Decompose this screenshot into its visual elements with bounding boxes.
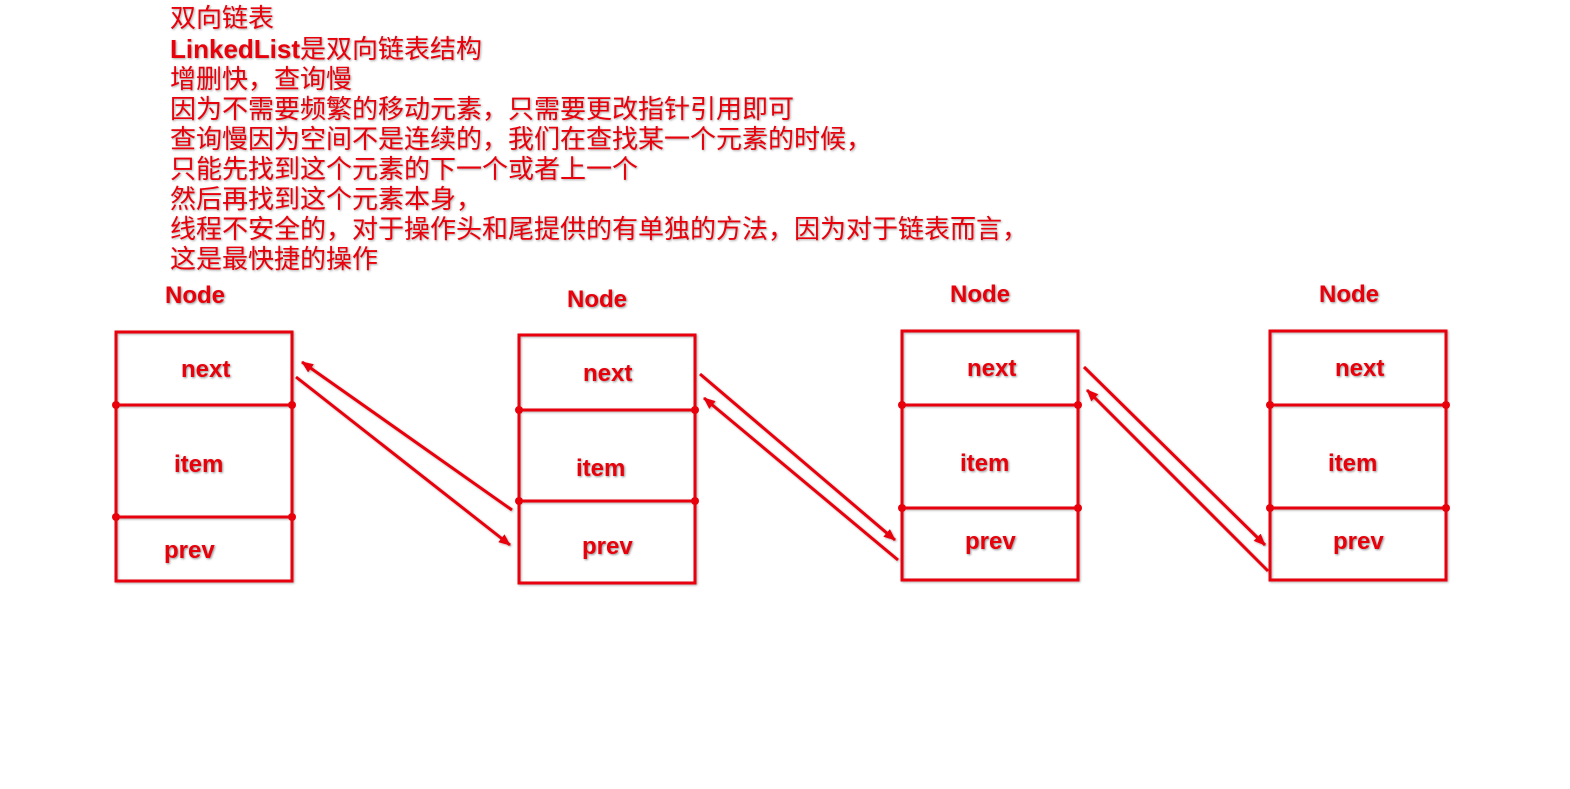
note-line-7: 然后再找到这个元素本身， [170,185,483,215]
node-4-title: Node [1319,281,1379,308]
node-3-title: Node [950,281,1010,308]
node-3-dot [898,504,906,512]
node-4-dot [1266,401,1274,409]
note-line-1: 双向链表 [170,4,275,34]
linkedlist-keyword: LinkedList [170,34,301,64]
node-3-box [900,329,1080,582]
arrow-node3-to-node2 [703,396,899,562]
note-line-8: 线程不安全的，对于操作头和尾提供的有单独的方法，因为对于链表而言， [170,215,1029,245]
node-4-dot [1442,401,1450,409]
node-1-dot [288,513,296,521]
node-3-next-label: next [967,355,1017,382]
description-text: 双向链表 LinkedList是双向链表结构 增删快，查询慢 因为不需要频繁的移… [170,4,1028,275]
node-3-dot [898,401,906,409]
note-line-2-rest: 是双向链表结构 [300,35,483,65]
node-1-next-label: next [181,356,231,383]
note-line-5: 查询慢因为空间不是连续的，我们在查找某一个元素的时候， [170,125,873,155]
node-1-dot [112,513,120,521]
arrow-node4-to-node3 [1085,388,1270,573]
node-4-box [1268,329,1448,582]
note-line-2: LinkedList是双向链表结构 [170,34,1028,65]
node-2-dot [691,406,699,414]
node-1-prev-label: prev [164,537,215,564]
note-line-6: 只能先找到这个元素的下一个或者上一个 [170,155,639,185]
node-1-box [114,330,294,583]
node-1-dot [112,401,120,409]
node-1-dot [288,401,296,409]
note-line-4: 因为不需要频繁的移动元素，只需要更改指针引用即可 [170,95,795,125]
node-2-box [517,333,697,585]
node-2-dot [515,497,523,505]
note-line-3: 增删快，查询慢 [170,65,353,95]
node-4-dot [1442,504,1450,512]
node-3-item-label: item [960,450,1010,477]
node-4-item-label: item [1328,450,1378,477]
node-4-next-label: next [1335,355,1385,382]
node-3-dot [1074,504,1082,512]
arrow-node2-to-node1 [301,360,513,512]
node-3-prev-label: prev [965,528,1016,555]
node-2-title: Node [567,286,627,313]
note-line-9: 这是最快捷的操作 [170,245,379,275]
arrow-node3-to-node4 [1082,365,1267,547]
node-2-dot [515,406,523,414]
node-3-dot [1074,401,1082,409]
node-4-dot [1266,504,1274,512]
node-4-prev-label: prev [1333,528,1384,555]
node-1-title: Node [165,282,225,309]
arrow-node2-to-node3 [699,372,896,542]
node-2-item-label: item [576,455,626,482]
node-2-next-label: next [583,360,633,387]
arrow-node1-to-node2 [295,375,511,547]
node-1-item-label: item [174,451,224,478]
node-2-prev-label: prev [582,533,633,560]
node-2-dot [691,497,699,505]
